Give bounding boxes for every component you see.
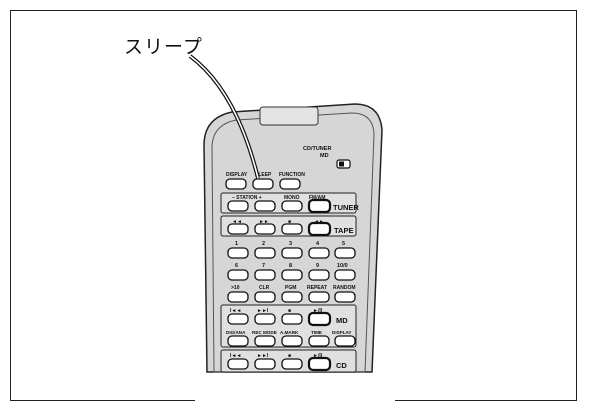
cd-next-button[interactable] <box>254 358 276 370</box>
key-8-label: 8 <box>289 263 292 269</box>
pgm-button[interactable] <box>281 291 303 303</box>
function-keys-row: >10 CLR PGM REPEAT RANDOM <box>227 285 356 303</box>
key-3-label: 3 <box>289 241 292 247</box>
rec-mode-label: REC MODE <box>252 330 277 335</box>
time-button[interactable] <box>308 335 330 347</box>
key-10-0-label: 10/0 <box>337 263 348 269</box>
key-7-button[interactable] <box>254 269 276 281</box>
md-prev-symbol: I◄◄ <box>230 308 241 314</box>
plus10-button[interactable] <box>227 291 249 303</box>
md-stop-button[interactable] <box>281 313 303 325</box>
key-8-button[interactable] <box>281 269 303 281</box>
tape-group: ◄◄ ►► ■ ◄► TAPE <box>220 215 357 237</box>
tape-rewind-button[interactable] <box>227 223 249 235</box>
a-mark-label: A.MARK <box>280 330 299 335</box>
cd-play-symbol: ►/II <box>313 353 323 359</box>
key-4-label: 4 <box>316 241 320 247</box>
tape-rewind-symbol: ◄◄ <box>232 219 242 225</box>
key-2-button[interactable] <box>254 247 276 259</box>
key-5-button[interactable] <box>334 247 356 259</box>
sleep-label: SLEEP <box>255 172 272 178</box>
md-group: I◄◄ ►►I ■ ►/II MD DIG/ANA REC MODE A.MAR… <box>220 304 357 348</box>
cd-prev-button[interactable] <box>227 358 249 370</box>
switch-label-md: MD <box>320 153 329 159</box>
cd-play-button[interactable] <box>307 356 332 372</box>
tuner-group: – STATION + MONO FM/AM TUNER <box>220 192 359 214</box>
key-1-button[interactable] <box>227 247 249 259</box>
md-prev-button[interactable] <box>227 313 249 325</box>
key-7-label: 7 <box>262 263 265 269</box>
tape-ff-symbol: ►► <box>259 219 269 225</box>
repeat-label: REPEAT <box>307 285 327 291</box>
tuner-badge: TUNER <box>333 203 359 212</box>
callout-leader-line-inner <box>189 55 259 179</box>
cd-next-symbol: ►►I <box>257 353 269 359</box>
md-next-button[interactable] <box>254 313 276 325</box>
repeat-button[interactable] <box>308 291 330 303</box>
random-label: RANDOM <box>333 285 356 291</box>
key-3-button[interactable] <box>281 247 303 259</box>
md-next-symbol: ►►I <box>257 308 269 314</box>
fmam-button[interactable] <box>307 198 332 214</box>
key-6-label: 6 <box>235 263 238 269</box>
key-9-button[interactable] <box>308 269 330 281</box>
time-label: TIME <box>311 330 322 335</box>
key-1-label: 1 <box>235 241 238 247</box>
key-5-label: 5 <box>342 241 345 247</box>
sleep-callout-label: スリープ <box>124 36 203 58</box>
key-9-label: 9 <box>316 263 319 269</box>
rec-mode-button[interactable] <box>254 335 276 347</box>
function-button[interactable] <box>279 178 301 190</box>
tape-badge: TAPE <box>334 226 353 235</box>
dig-ana-button[interactable] <box>227 335 249 347</box>
dig-ana-label: DIG/ANA <box>226 330 246 335</box>
key-6-button[interactable] <box>227 269 249 281</box>
station-up-button[interactable] <box>254 200 276 212</box>
cd-badge: CD <box>336 361 347 370</box>
cd-stop-button[interactable] <box>281 358 303 370</box>
tape-play-button[interactable] <box>307 221 332 237</box>
md-display-button[interactable] <box>334 335 356 347</box>
clr-button[interactable] <box>254 291 276 303</box>
tape-ff-button[interactable] <box>254 223 276 235</box>
key-10-0-button[interactable] <box>334 269 356 281</box>
station-down-button[interactable] <box>227 200 249 212</box>
a-mark-button[interactable] <box>281 335 303 347</box>
switch-label-cdtuner: CD/TUNER <box>303 146 331 152</box>
cd-group: I◄◄ ►►I ■ ►/II CD <box>220 349 357 373</box>
cd-tuner-md-switch[interactable]: CD/TUNER MD <box>303 146 351 169</box>
key-4-button[interactable] <box>308 247 330 259</box>
function-label: FUNCTION <box>279 172 305 178</box>
pgm-label: PGM <box>285 285 296 291</box>
number-keys-row-1: 1 2 3 4 5 <box>227 241 356 259</box>
mono-label: MONO <box>284 195 300 201</box>
station-label: – STATION + <box>232 195 262 201</box>
md-play-button[interactable] <box>307 311 332 327</box>
key-2-label: 2 <box>262 241 265 247</box>
row-display-sleep-function: DISPLAY SLEEP FUNCTION <box>225 172 305 190</box>
display-button[interactable] <box>225 178 247 190</box>
md-stop-symbol: ■ <box>288 308 291 314</box>
random-button[interactable] <box>334 291 356 303</box>
md-play-symbol: ►/II <box>313 308 323 314</box>
md-badge: MD <box>336 316 348 325</box>
cd-prev-symbol: I◄◄ <box>230 353 241 359</box>
tape-stop-symbol: ■ <box>288 219 291 225</box>
fmam-label: FM/AM <box>309 195 325 201</box>
md-display-label: DISPLAY <box>332 330 352 335</box>
plus10-label: >10 <box>231 285 240 291</box>
display-label: DISPLAY <box>226 172 248 178</box>
mono-button[interactable] <box>281 200 303 212</box>
clr-label: CLR <box>259 285 270 291</box>
cd-stop-symbol: ■ <box>288 353 291 359</box>
sleep-button[interactable] <box>252 178 274 190</box>
tape-stop-button[interactable] <box>281 223 303 235</box>
number-keys-row-2: 6 7 8 9 10/0 <box>227 263 356 281</box>
